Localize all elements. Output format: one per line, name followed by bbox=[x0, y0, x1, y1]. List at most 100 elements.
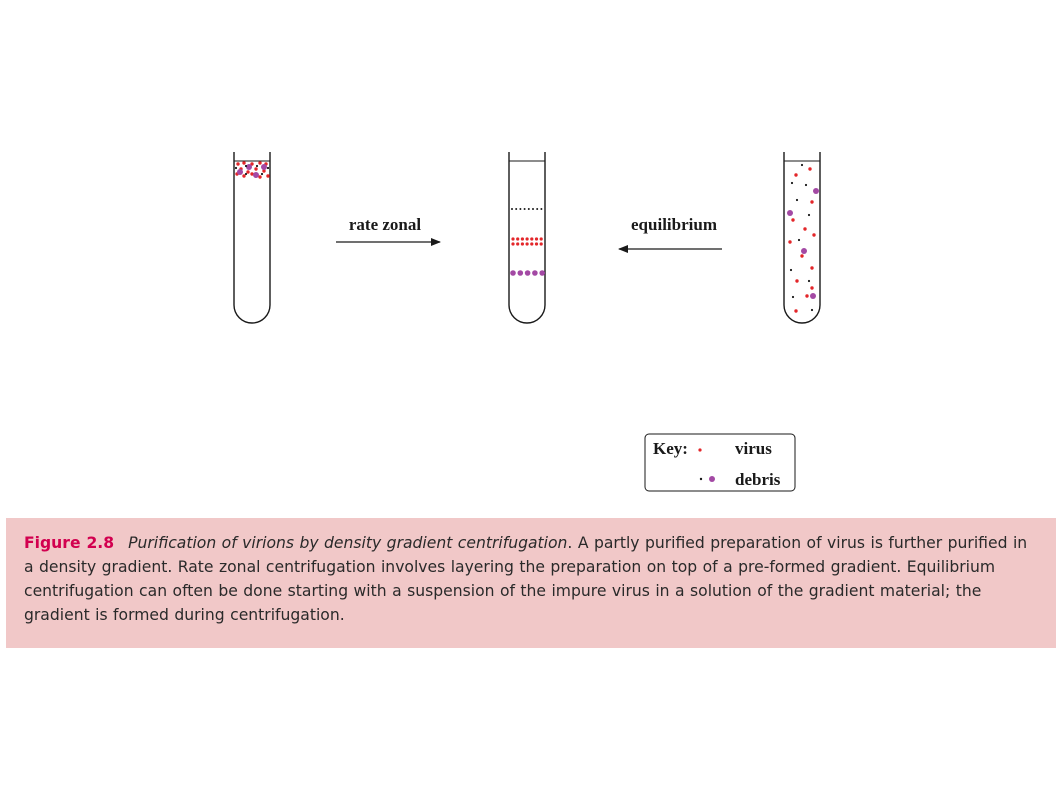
debris-particle-large bbox=[813, 188, 819, 194]
virus-particle bbox=[800, 254, 804, 258]
debris-particle-large bbox=[810, 293, 816, 299]
virus-key-dot bbox=[698, 448, 702, 452]
debris-particle-small bbox=[260, 172, 264, 176]
dispersed-particles bbox=[787, 163, 819, 313]
debris-particle-small bbox=[790, 181, 794, 185]
virus-band bbox=[525, 242, 529, 246]
virus-particle bbox=[812, 233, 816, 237]
debris-particle-small bbox=[800, 163, 804, 167]
centrifugation-diagram: rate zonal equilibrium Key: virus debris bbox=[233, 152, 821, 492]
debris-band-large bbox=[517, 270, 524, 276]
debris-band-small bbox=[540, 208, 543, 210]
debris-particle-small bbox=[804, 183, 808, 187]
debris-particle-small bbox=[795, 198, 799, 202]
debris-particle-small bbox=[791, 295, 795, 299]
virus-particle bbox=[788, 240, 792, 244]
tube-dispersed-suspension bbox=[783, 152, 821, 324]
virus-particle bbox=[258, 175, 262, 179]
debris-band-large bbox=[539, 270, 545, 276]
virus-particle bbox=[250, 162, 254, 166]
virus-particle bbox=[795, 279, 799, 283]
debris-band-small bbox=[515, 208, 518, 210]
virus-particle bbox=[808, 167, 812, 171]
key-debris-label: debris bbox=[735, 470, 781, 489]
caption-body: . A partly purified preparation of virus… bbox=[24, 534, 1028, 624]
debris-particle-large bbox=[787, 210, 793, 216]
virus-band bbox=[530, 237, 534, 241]
virus-particle bbox=[262, 169, 266, 173]
virus-particle bbox=[803, 227, 807, 231]
debris-particle-small bbox=[244, 164, 248, 168]
virus-particle bbox=[266, 174, 270, 178]
debris-particle-small bbox=[234, 166, 238, 170]
sample-layer bbox=[234, 161, 270, 179]
debris-particle-small bbox=[789, 268, 793, 272]
debris-particle-small bbox=[807, 279, 811, 283]
key-box bbox=[644, 433, 796, 492]
virus-band bbox=[520, 242, 525, 246]
debris-particle-small bbox=[255, 164, 259, 168]
virus-particle bbox=[794, 309, 798, 313]
virus-particle bbox=[236, 162, 240, 166]
virus-particle bbox=[246, 170, 250, 174]
tube-outline bbox=[508, 152, 546, 324]
equilibrium-label: equilibrium bbox=[631, 215, 717, 234]
debris-particle-large bbox=[246, 164, 252, 170]
virus-band bbox=[539, 237, 543, 241]
debris-particle-small bbox=[266, 166, 270, 170]
virus-band bbox=[530, 242, 534, 246]
virus-particle bbox=[791, 218, 795, 222]
virus-particle bbox=[254, 167, 258, 171]
virus-particle bbox=[242, 161, 246, 165]
virus-particle bbox=[810, 286, 814, 290]
tube-initial-sample bbox=[233, 152, 271, 324]
virus-particle bbox=[242, 174, 246, 178]
separated-bands bbox=[510, 208, 545, 276]
debris-particle-small bbox=[244, 172, 248, 176]
rate-zonal-label: rate zonal bbox=[349, 215, 422, 234]
debris-particle-large bbox=[801, 248, 807, 254]
virus-band bbox=[520, 237, 525, 241]
virus-particle bbox=[794, 173, 798, 177]
virus-particle bbox=[258, 161, 262, 165]
debris-band-small bbox=[519, 208, 522, 210]
debris-particle-large bbox=[261, 164, 267, 170]
figure-caption: Figure 2.8 Purification of virions by den… bbox=[6, 518, 1056, 648]
key-title: Key: bbox=[653, 439, 688, 458]
key-virus-label: virus bbox=[735, 439, 772, 458]
virus-band bbox=[511, 242, 515, 246]
key-legend: Key: virus debris bbox=[644, 433, 796, 492]
virus-particle bbox=[250, 172, 254, 176]
tube-outline bbox=[783, 152, 821, 324]
debris-band-large bbox=[532, 270, 538, 276]
tube-outline bbox=[233, 152, 271, 324]
virus-band bbox=[539, 242, 543, 246]
rate-zonal-arrow: rate zonal bbox=[336, 215, 441, 246]
debris-band-small bbox=[532, 208, 534, 210]
debris-band-large bbox=[524, 270, 531, 276]
figure-label: Figure 2.8 bbox=[24, 534, 115, 552]
equilibrium-arrow: equilibrium bbox=[618, 215, 722, 253]
debris-particle-large bbox=[237, 169, 243, 175]
figure-title: Purification of virions by density gradi… bbox=[128, 534, 568, 552]
debris-particle-small bbox=[797, 238, 801, 242]
debris-band-small bbox=[511, 208, 513, 210]
virus-band bbox=[516, 237, 520, 241]
tube-separated-bands bbox=[508, 152, 546, 324]
debris-band-small bbox=[536, 208, 539, 210]
debris-band-small bbox=[523, 208, 526, 210]
virus-band bbox=[516, 242, 520, 246]
debris-band-large bbox=[510, 270, 516, 276]
debris-particle-small bbox=[807, 213, 811, 217]
virus-band bbox=[534, 237, 539, 241]
virus-particle bbox=[810, 200, 814, 204]
debris-key-large-dot bbox=[709, 476, 715, 482]
virus-particle bbox=[810, 266, 814, 270]
debris-key-small-dot bbox=[699, 477, 703, 481]
virus-band bbox=[525, 237, 529, 241]
virus-particle bbox=[805, 294, 809, 298]
debris-particle-small bbox=[810, 308, 814, 312]
debris-band-small bbox=[527, 208, 530, 210]
virus-band bbox=[511, 237, 515, 241]
virus-band bbox=[534, 242, 539, 246]
